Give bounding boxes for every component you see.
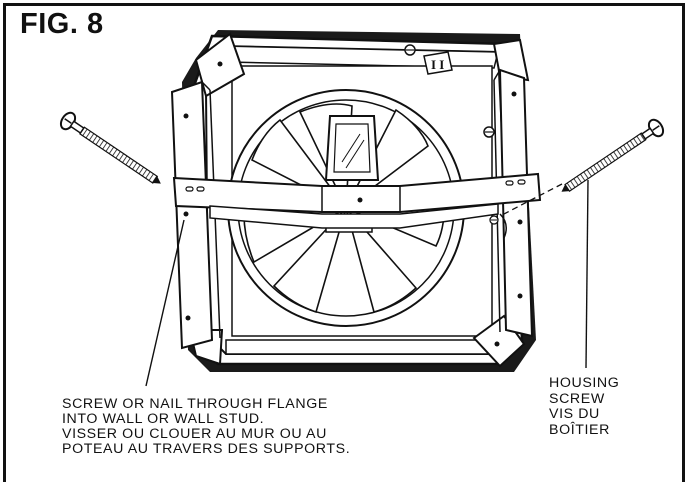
flange-callout-line: SCREW OR NAIL THROUGH FLANGE xyxy=(62,396,328,412)
housing-screw-callout-line: HOUSING xyxy=(549,375,620,391)
screw-leader-line xyxy=(585,179,589,369)
left-screw-icon xyxy=(59,111,161,184)
flange-leader-line xyxy=(145,219,185,387)
housing-screw-callout: HOUSING SCREW VIS DU BOÎTIER xyxy=(549,375,620,438)
flange-callout-line: INTO WALL OR WALL STUD. xyxy=(62,411,265,427)
flange-callout: SCREW OR NAIL THROUGH FLANGE INTO WALL O… xyxy=(62,397,350,457)
svg-text:I I: I I xyxy=(431,57,444,72)
right-screw-icon xyxy=(561,118,665,192)
hanger-bar-icon xyxy=(172,172,542,239)
flange-callout-line: VISSER OU CLOUER AU MUR OU AU xyxy=(62,426,327,442)
flange-callout-line: POTEAU AU TRAVERS DES SUPPORTS. xyxy=(62,441,351,457)
nameplate-icon: I I xyxy=(404,44,495,138)
alignment-line xyxy=(499,183,563,217)
housing-screw-callout-line: BOÎTIER xyxy=(549,421,610,438)
figure-title: FIG. 8 xyxy=(20,8,104,40)
figure-border xyxy=(3,3,685,482)
housing-screw-callout-line: SCREW xyxy=(549,390,605,407)
housing-screw-callout-line: VIS DU xyxy=(549,406,600,422)
